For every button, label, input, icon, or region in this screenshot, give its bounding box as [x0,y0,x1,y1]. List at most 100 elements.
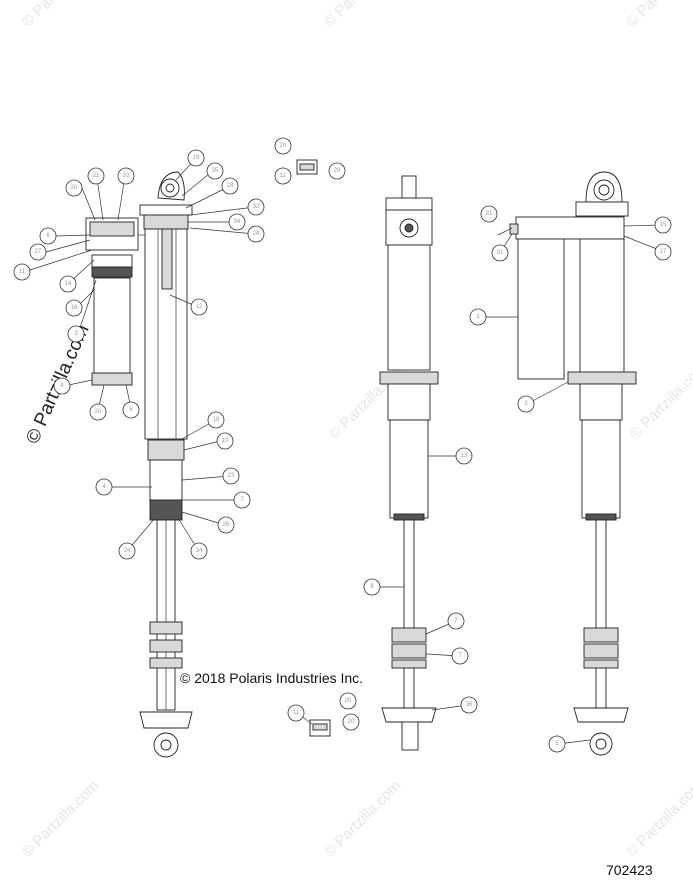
callout-circle: 32 [247,198,265,216]
callout-circle: 11 [287,704,305,722]
callout-label: 24 [124,548,131,554]
callout-circle: 6 [39,227,57,245]
callout-label: 6 [46,233,50,239]
callout-label: 5 [555,741,559,747]
callout-circle: 24 [118,542,136,560]
watermark: © Partzilla.com [623,777,693,860]
callout-label: 35 [212,168,219,174]
callout-circle: 11 [13,263,31,281]
callout-label: 20 [71,185,78,191]
callout-label: 1 [476,314,480,320]
shock-exterior-front [379,175,439,751]
nut-group-top [296,159,318,175]
callout-label: 31 [486,211,493,217]
callout-label: 4 [60,383,64,389]
callout-circle: 28 [221,177,239,195]
callout-circle: 21 [87,167,105,185]
callout-circle: 20 [117,167,135,185]
callout-circle: 20 [65,179,83,197]
callout-label: 7 [454,618,458,624]
callout-circle: 23 [222,467,240,485]
callout-label: 3 [74,331,78,337]
callout-label: 10 [222,438,229,444]
watermark: © Partzilla.com [627,359,693,442]
callout-label: 7 [240,497,244,503]
callout-label: 20 [345,698,352,704]
callout-circle: 20 [342,713,360,731]
callout-circle: 20 [328,162,346,180]
callout-circle: 5 [548,735,566,753]
callout-circle: 16 [65,299,83,317]
callout-circle: 34 [190,542,208,560]
callout-label: 27 [35,249,42,255]
callout-label: 20 [280,143,287,149]
callout-circle: 2 [517,395,535,413]
watermark: © Partzilla.com [321,777,404,860]
callout-label: 14 [65,281,72,287]
callout-circle: 1 [469,308,487,326]
callout-label: 13 [461,453,468,459]
callout-circle: 12 [190,298,208,316]
watermark: © Partzilla.com [19,0,102,31]
callout-label: 20 [95,409,102,415]
callout-circle: 31 [491,244,509,262]
callout-circle: 34 [228,213,246,231]
callout-label: 34 [234,219,241,225]
nut-group-bottom [309,719,331,737]
callout-circle: 19 [187,149,205,167]
callout-label: 11 [280,173,287,179]
callout-circle: 27 [29,243,47,261]
callout-label: 2 [524,401,528,407]
callout-circle: 20 [89,403,107,421]
callout-circle: 14 [59,275,77,293]
callout-label: 16 [71,305,78,311]
diagram-id: 702423 [606,862,653,878]
callout-label: 31 [497,250,504,256]
callout-label: 23 [228,473,235,479]
callout-label: 36 [466,702,473,708]
callout-circle: 20 [274,137,292,155]
callout-circle: 7 [451,647,469,665]
callout-label: 18 [213,417,220,423]
callout-circle: 18 [207,411,225,429]
callout-circle: 4 [53,377,71,395]
shock-cross-section [85,171,193,758]
callout-circle: 35 [206,162,224,180]
watermark: © Partzilla.com [321,0,404,31]
callout-label: 32 [253,204,260,210]
callout-label: 17 [660,249,667,255]
shock-exterior-side [509,171,637,756]
callout-label: 7 [458,653,462,659]
callout-label: 28 [227,183,234,189]
callout-circle: 24 [247,225,265,243]
callout-label: 4 [102,484,106,490]
callout-label: 19 [193,155,200,161]
callout-circle: 6 [122,401,140,419]
callout-label: 12 [196,304,203,310]
callout-circle: 3 [67,325,85,343]
callout-circle: 11 [274,167,292,185]
callout-circle: 10 [216,432,234,450]
callout-circle: 13 [455,447,473,465]
copyright-notice: © 2018 Polaris Industries Inc. [180,670,364,686]
callout-circle: 7 [447,612,465,630]
callout-circle: 31 [480,205,498,223]
callout-label: 20 [123,173,130,179]
callout-label: 8 [370,584,374,590]
callout-circle: 7 [233,491,251,509]
callout-label: 11 [293,710,300,716]
callout-label: 11 [19,269,26,275]
callout-circle: 36 [460,696,478,714]
callout-circle: 17 [654,243,672,261]
callout-label: 6 [129,407,133,413]
callout-label: 26 [223,522,230,528]
callout-circle: 4 [95,478,113,496]
callout-circle: 15 [654,216,672,234]
callout-label: 20 [334,168,341,174]
callout-label: 34 [196,548,203,554]
callout-circle: 26 [217,516,235,534]
watermark: © Partzilla.com [623,0,693,31]
callout-circle: 8 [363,578,381,596]
callout-circle: 20 [339,692,357,710]
